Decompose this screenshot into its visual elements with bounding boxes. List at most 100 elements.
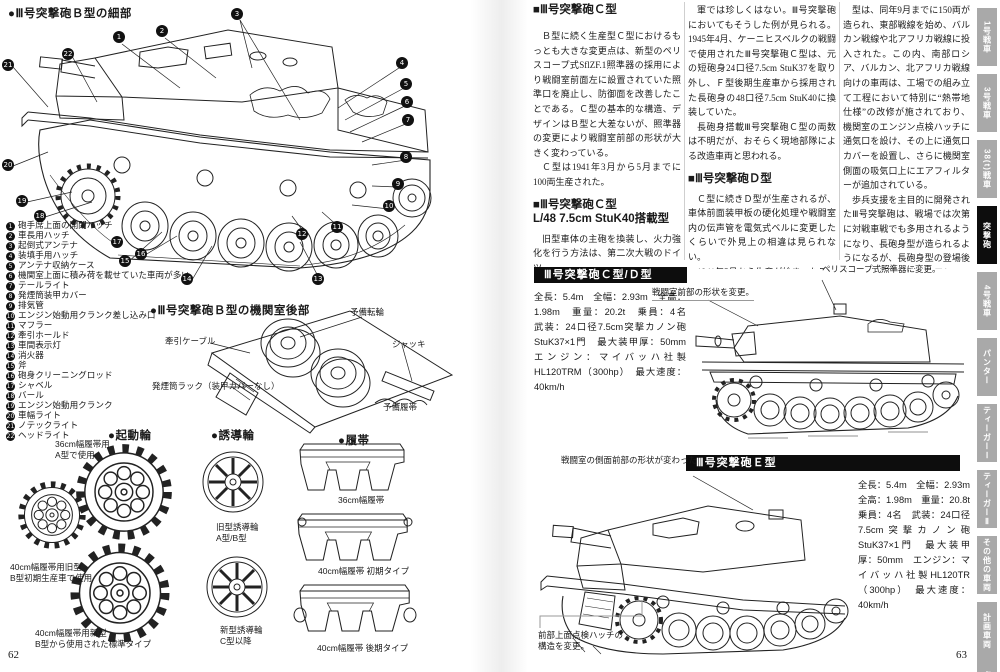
part-number-badge: 13 — [6, 342, 15, 351]
part-number-badge: 9 — [6, 302, 15, 311]
part-number-badge: 8 — [6, 292, 15, 301]
part-number-badge: 16 — [6, 372, 15, 381]
callout-11: 11 — [331, 221, 343, 233]
part-number-badge: 15 — [6, 362, 15, 371]
callout-14: 14 — [181, 273, 193, 285]
sprocket-caption: 40cm幅履帯用新型 B型から使用された標準タイプ — [35, 628, 152, 649]
paragraph: 歩兵支援を主目的に開発されたⅢ号突撃砲は、戦場では次第に対戦車戦でも多用されるよ… — [843, 194, 970, 269]
part-number-badge: 18 — [6, 392, 15, 401]
callout-9: 9 — [392, 178, 404, 190]
heading-c-stuk40-2: L/48 7.5cm StuK40搭載型 — [533, 212, 670, 225]
paragraph: 旧型車体の主砲を換装し、火力強化を行う方法は、第二次大戦のドイツ — [533, 233, 681, 269]
engine-room-label: 予備履帯 — [383, 402, 418, 412]
engine-room-title: ●Ⅲ号突撃砲Ｂ型の機関室後部 — [150, 305, 310, 317]
part-number-badge: 6 — [6, 272, 15, 281]
callout-19: 19 — [16, 195, 28, 207]
sidebar-tab-2: 3号戦車 — [977, 74, 997, 132]
sidebar-tab-5: 4号戦車 — [977, 272, 997, 330]
callout-21: 21 — [2, 59, 14, 71]
paragraph: 1941年5月から生産が始まったＤ — [688, 265, 836, 270]
callout-20: 20 — [2, 159, 14, 171]
wheels-drawing — [0, 443, 417, 672]
sidebar-tab-3: 38(t)戦車 — [977, 140, 997, 198]
text-column-2: 軍では珍しくはない。Ⅲ号突撃砲においてもそうした例が見られる。1945年4月、ケ… — [688, 3, 836, 269]
callout-22: 22 — [62, 48, 74, 60]
callout-15: 15 — [119, 255, 131, 267]
sprocket-caption: 40cm幅履帯用旧型 B型初期生産車で使用 — [10, 562, 93, 583]
paragraph: Ｃ型に続きＤ型が生産されるが、車体前面装甲板の硬化処理や戦闘室内の伝声管を電気式… — [688, 193, 836, 262]
heading-d-type: ■Ⅲ号突撃砲Ｄ型 — [688, 172, 772, 185]
track-caption: 36cm幅履帯 — [338, 495, 385, 505]
part-number-badge: 17 — [6, 382, 15, 391]
part-number-badge: 19 — [6, 402, 15, 411]
part-number-badge: 21 — [6, 422, 15, 431]
idler-title: ●誘導輪 — [211, 430, 255, 442]
callout-1: 1 — [113, 31, 125, 43]
stug-b-detail-drawing — [12, 19, 432, 281]
left-page-number: 62 — [8, 649, 19, 661]
sidebar-tab-6: パンター — [977, 338, 997, 396]
engine-room-drawing — [207, 310, 454, 434]
callout-16: 16 — [135, 248, 147, 260]
heading-c-stuk40-1: ■Ⅲ号突撃砲Ｃ型 — [533, 198, 617, 211]
idler-caption: 旧型誘導輪 A型/B型 — [216, 522, 259, 543]
engine-room-label: ジャッキ — [392, 339, 426, 349]
column-rule — [839, 2, 840, 260]
caption-e-hatch-leader — [539, 600, 643, 628]
spec-header-cd: Ⅲ号突撃砲Ｃ型/Ｄ型 — [534, 267, 687, 283]
callout-6: 6 — [401, 96, 413, 108]
heading-c-type: ■Ⅲ号突撃砲Ｃ型 — [533, 4, 617, 16]
callout-18: 18 — [34, 210, 46, 222]
spec-body-e: 全長：5.4m 全幅：2.93m 全高：1.98m 重量：20.8t 乗員：4名… — [858, 480, 980, 610]
caption-e-hatch: 前部上面点検ハッチの 構造を変更。 — [538, 630, 624, 651]
callout-10: 10 — [383, 200, 395, 212]
engine-room-label: 発煙筒ラック（装甲カバーなし） — [152, 381, 280, 391]
spec-header-e: Ⅲ号突撃砲Ｅ型 — [686, 455, 960, 471]
part-number-badge: 4 — [6, 252, 15, 261]
callout-2: 2 — [156, 25, 168, 37]
paragraph: 軍では珍しくはない。Ⅲ号突撃砲においてもそうした例が見られる。1945年4月、ケ… — [688, 5, 836, 118]
sidebar-tab-4: 突撃砲 — [977, 206, 997, 264]
engine-room-label: 牽引ケーブル — [165, 336, 216, 346]
part-number-badge: 22 — [6, 432, 15, 441]
caption-cd-front: 戦闘室前部の形状を変更。 — [652, 287, 755, 301]
page-gutter — [470, 0, 528, 672]
left-page-title: ●Ⅲ号突撃砲Ｂ型の細部 — [8, 8, 132, 20]
sidebar-tab-7: ティーガーⅠ — [977, 404, 997, 462]
part-number-badge: 12 — [6, 332, 15, 341]
part-number-badge: 1 — [6, 222, 15, 231]
part-number-badge: 3 — [6, 242, 15, 251]
part-number-badge: 14 — [6, 352, 15, 361]
caption-cd-periscope: ペリスコープ式照準器に変更。 — [822, 264, 941, 274]
sidebar-tab-10: 計画車両 — [977, 602, 997, 660]
sidebar-tab-1: 1号戦車 — [977, 8, 997, 66]
paragraph: 型は、同年9月までに150両が造られ、東部戦線を始め、バルカン戦線や北アフリカ戦… — [843, 5, 970, 191]
sidebar-tab-9: その他の車両 — [977, 536, 997, 594]
stug-cd-drawing — [695, 279, 965, 439]
callout-3: 3 — [231, 8, 243, 20]
callout-13: 13 — [312, 273, 324, 285]
part-number-badge: 2 — [6, 232, 15, 241]
paragraph: Ｂ型に続く生産型Ｃ型におけるもっとも大きな変更点は、新型のペリスコープ式SflZ… — [533, 31, 681, 158]
